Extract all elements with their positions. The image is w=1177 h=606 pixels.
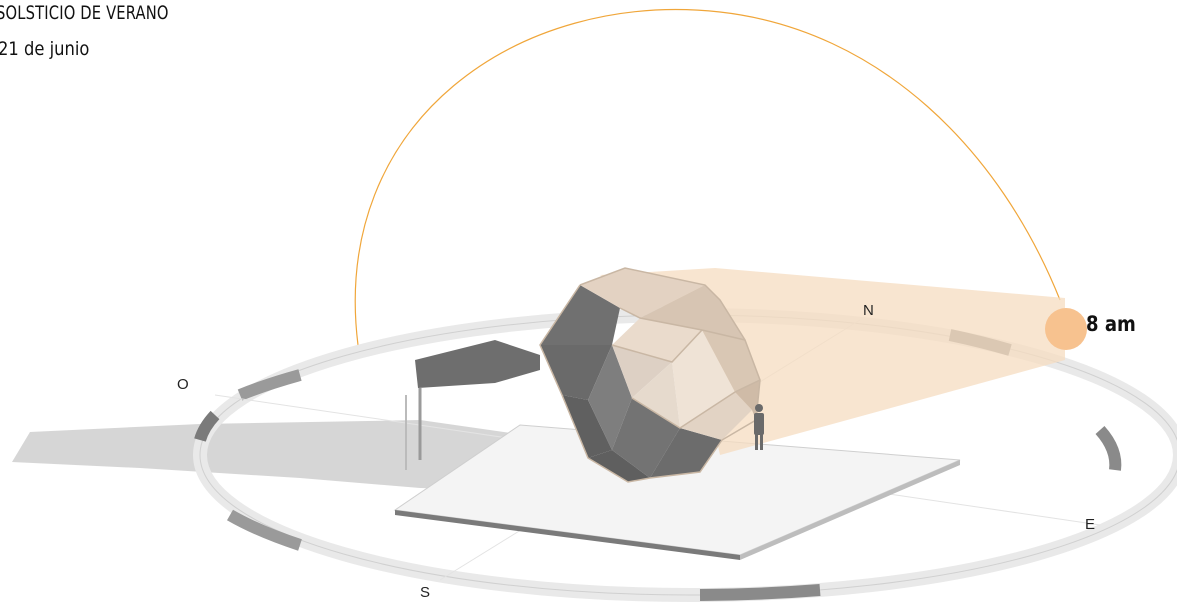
- compass-ring-segment: [699, 584, 821, 601]
- pavilion-lit-face: [632, 362, 680, 428]
- pavilion-edges: [539, 267, 761, 483]
- pavilion-shaded-face: [540, 285, 620, 345]
- compass-ring-segment: [194, 410, 220, 442]
- sun: [1045, 308, 1087, 350]
- compass-west-label: O: [177, 376, 189, 393]
- pavilion-lit-face: [702, 330, 760, 392]
- compass-north-label: N: [863, 302, 874, 319]
- canopy-roof: [415, 340, 540, 388]
- platform-edge: [395, 510, 740, 560]
- compass-south-label: S: [420, 584, 431, 601]
- compass-ring-segment: [237, 369, 302, 401]
- pavilion-lit-face: [580, 268, 705, 318]
- pavilion-shaded-face: [588, 345, 632, 450]
- pavilion-lit-face: [672, 330, 735, 428]
- pavilion-lit-face: [680, 392, 752, 440]
- platform-edge: [740, 460, 960, 560]
- diagram-date: 21 de junio: [0, 38, 90, 60]
- person-silhouette: [754, 404, 764, 450]
- diagram-title: SOLSTICIO DE VERANO: [0, 2, 169, 24]
- sun-path-arc: [354, 8, 1061, 346]
- pavilion-shaded-face: [588, 450, 650, 482]
- compass-east-label: E: [1085, 516, 1096, 533]
- sun-time-label: 8 am: [1086, 312, 1136, 336]
- pavilion-lit-face: [735, 380, 760, 420]
- compass-ring-segment: [226, 509, 302, 551]
- pavilion-shaded-face: [562, 395, 612, 458]
- compass-ring-segment: [1095, 425, 1122, 471]
